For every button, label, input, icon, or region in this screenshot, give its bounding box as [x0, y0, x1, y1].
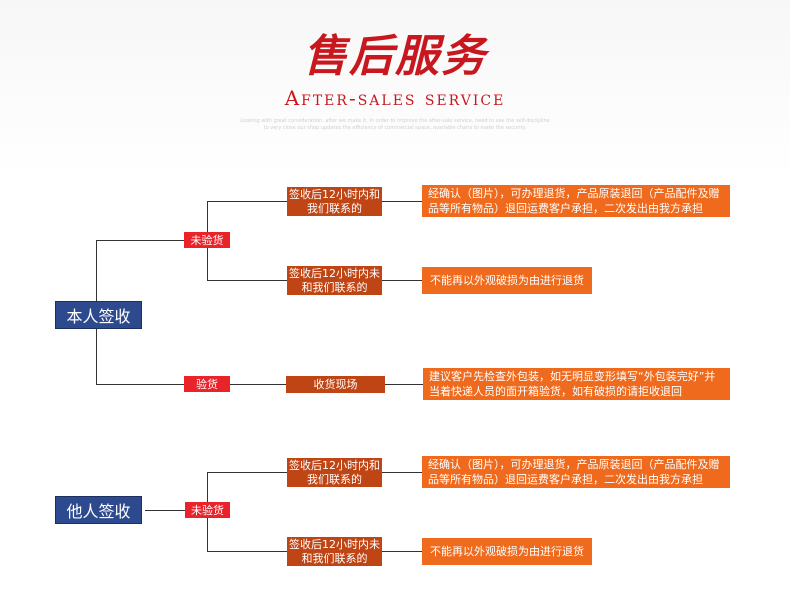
cond-other-unchecked: 未验货	[185, 502, 230, 518]
connector	[207, 551, 287, 552]
connector	[207, 280, 287, 281]
time-self-scene: 收货现场	[286, 376, 385, 393]
connector	[385, 384, 423, 385]
connector	[207, 201, 287, 202]
root-self-sign: 本人签收	[55, 301, 142, 329]
result-self-scene: 建议客户先检查外包装，如无明显变形填写“外包装完好”并当着快递人员的面开箱验货，…	[423, 368, 730, 400]
time-other-within: 签收后12小时内和我们联系的	[287, 458, 382, 487]
page-title: 售后服务	[303, 31, 487, 82]
result-other-within: 经确认（图片），可办理退货，产品原装退回（产品配件及赠品等所有物品）退回运费客户…	[422, 456, 730, 488]
root-other-sign: 他人签收	[55, 496, 142, 524]
fine-print: Looking with great consideration, after …	[240, 118, 550, 131]
connector	[382, 472, 422, 473]
cond-self-unchecked: 未验货	[184, 232, 230, 248]
page-subtitle: After-sales service	[284, 86, 506, 110]
connector	[382, 280, 422, 281]
connector	[382, 201, 422, 202]
result-other-beyond: 不能再以外观破损为由进行退货	[422, 538, 592, 565]
connector	[382, 551, 422, 552]
connector	[230, 384, 286, 385]
time-self-beyond: 签收后12小时内未和我们联系的	[287, 266, 382, 295]
time-self-within: 签收后12小时内和我们联系的	[287, 187, 382, 216]
connector	[207, 472, 287, 473]
connector	[145, 510, 185, 511]
connector	[96, 384, 184, 385]
cond-self-checked: 验货	[184, 376, 230, 392]
time-other-beyond: 签收后12小时内未和我们联系的	[287, 537, 382, 566]
result-self-within: 经确认（图片），可办理退货，产品原装退回（产品配件及赠品等所有物品）退回运费客户…	[422, 185, 730, 217]
connector	[96, 240, 184, 241]
result-self-beyond: 不能再以外观破损为由进行退货	[422, 267, 592, 294]
